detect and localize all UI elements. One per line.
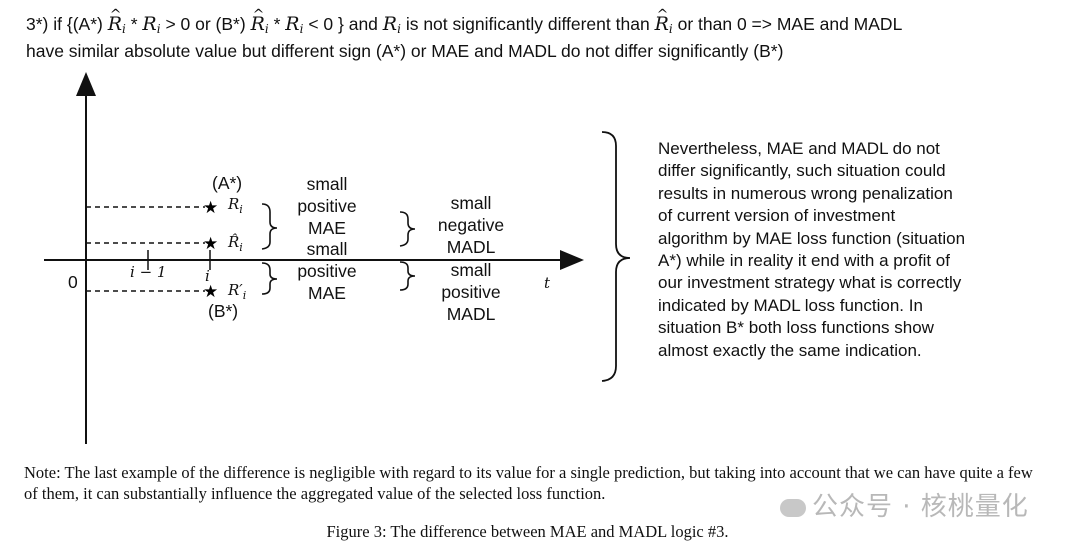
- header-mid: is not significantly different than: [405, 14, 650, 34]
- rprime-label: R′i: [227, 281, 246, 302]
- origin-label: 0: [68, 272, 78, 292]
- header-times-2: *: [273, 14, 281, 34]
- madl-lower-line2: positive: [441, 282, 500, 302]
- header-r-1: Ri: [142, 13, 161, 36]
- mae-lower-line2: positive: [297, 261, 356, 281]
- wechat-icon: [780, 498, 806, 517]
- note-text: Note: The last example of the difference…: [24, 463, 1033, 503]
- brace-madl-lower: [399, 261, 416, 291]
- mae-upper-line3: MAE: [308, 218, 346, 238]
- header-text: 3*) if {(A*) Ri * Ri > 0 or (B*) Ri * Ri…: [26, 4, 1066, 62]
- brace-mae-upper: [261, 203, 278, 250]
- madl-upper-line2: negative: [438, 215, 504, 235]
- header-rhat-3: Ri: [655, 4, 673, 36]
- header-r-2: Ri: [285, 13, 304, 36]
- mae-upper-line1: small: [307, 174, 348, 194]
- mae-upper-line2: positive: [297, 196, 356, 216]
- header-rhat-1: Ri: [108, 4, 126, 36]
- madl-upper-line1: small: [451, 193, 492, 213]
- header-prefix: 3*) if {(A*): [26, 14, 103, 34]
- x-axis-label: t: [544, 274, 551, 292]
- a-star-label: (A*): [212, 173, 242, 193]
- star-rprime: ★: [203, 282, 218, 301]
- tick-i-minus-1-label: i − 1: [130, 263, 166, 281]
- watermark: 公众号 · 核桃量化: [780, 486, 1029, 523]
- header-line2: have similar absolute value but differen…: [26, 41, 784, 61]
- star-r: ★: [203, 198, 218, 217]
- header-gt: > 0 or (B*): [165, 14, 246, 34]
- rhat-label: R̂i: [227, 233, 243, 254]
- explanation-text: Nevertheless, MAE and MADL do not differ…: [658, 139, 966, 360]
- figure-caption: Figure 3: The difference between MAE and…: [326, 522, 729, 541]
- header-lt: < 0 } and: [308, 14, 378, 34]
- tick-i-label: i: [205, 267, 210, 285]
- brace-mae-lower: [261, 262, 278, 295]
- mae-lower-line1: small: [307, 239, 348, 259]
- brace-large: [601, 131, 631, 382]
- r-label: Ri: [227, 195, 243, 216]
- madl-lower-line3: MADL: [447, 304, 496, 324]
- star-rhat: ★: [203, 234, 218, 253]
- brace-madl-upper: [399, 211, 416, 247]
- header-rhat-2: Ri: [251, 4, 269, 36]
- watermark-text: 公众号 · 核桃量化: [812, 492, 1029, 522]
- madl-upper-line3: MADL: [447, 237, 496, 257]
- b-star-label: (B*): [208, 301, 238, 321]
- header-tail: or than 0 => MAE and MADL: [677, 14, 903, 34]
- madl-lower-line1: small: [451, 260, 492, 280]
- header-times-1: *: [130, 14, 138, 34]
- mae-lower-line3: MAE: [308, 283, 346, 303]
- header-r-3: Ri: [382, 13, 401, 36]
